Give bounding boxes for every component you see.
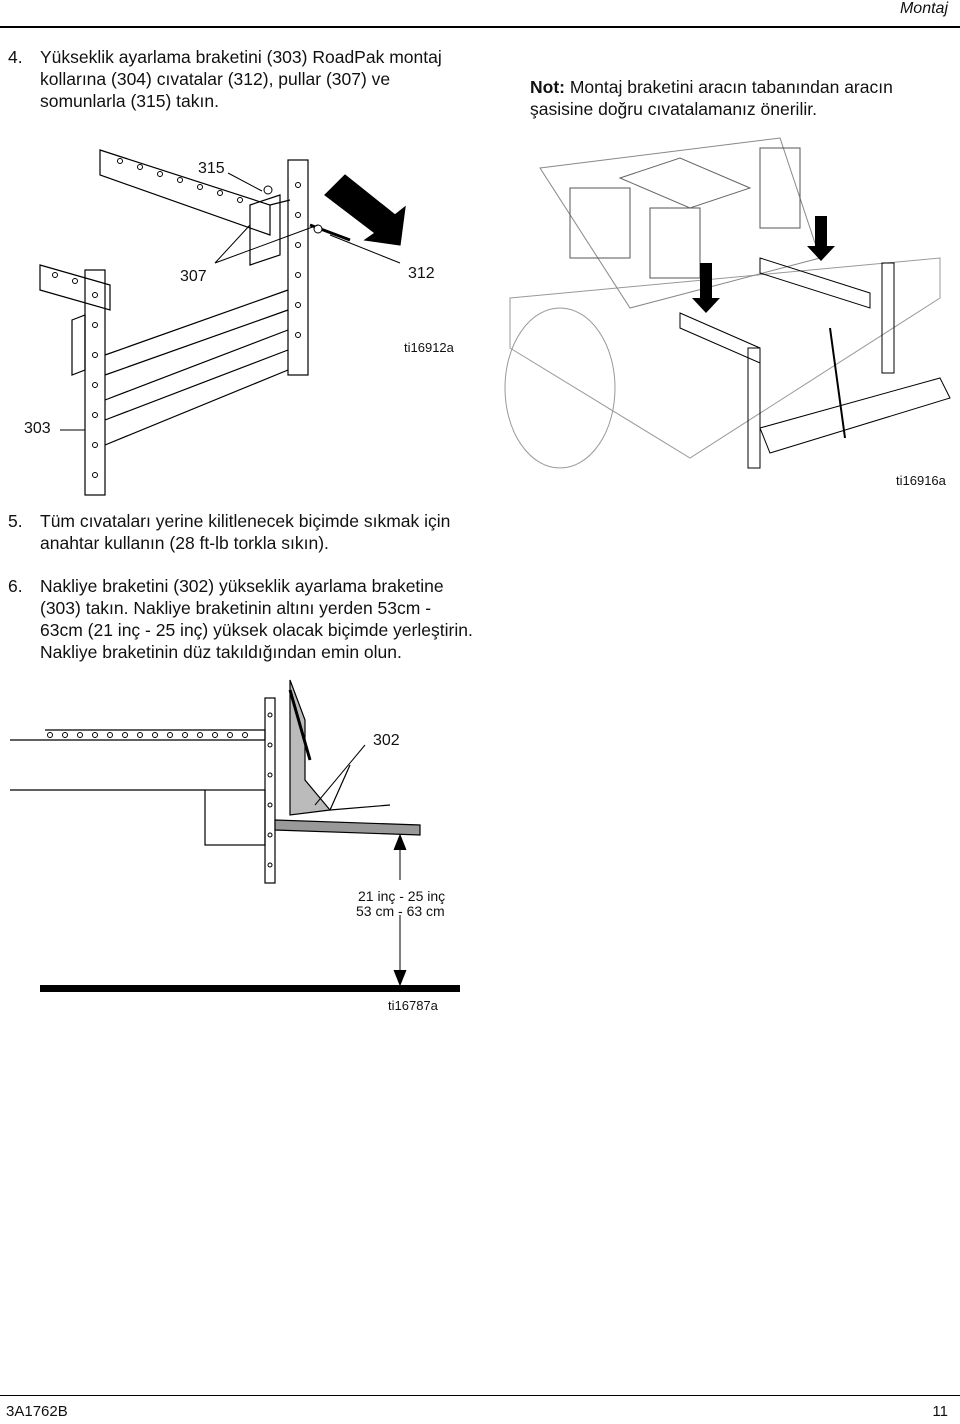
step-text: Yükseklik ayarlama braketini (303) RoadP… [40, 47, 442, 111]
callout-303: 303 [24, 420, 51, 437]
step-text: Nakliye braketini (302) yükseklik ayarla… [40, 576, 473, 662]
page-number: 11 [932, 1403, 948, 1420]
step-text: Tüm cıvataları yerine kilitlenecek biçim… [40, 511, 451, 553]
callout-307: 307 [180, 268, 207, 285]
note-text: Montaj braketini aracın tabanından aracı… [530, 77, 893, 119]
figure-equipment-mount [504, 137, 951, 469]
step-number: 6. [8, 576, 23, 596]
dimension-inches: 21 inç - 25 inç [358, 888, 446, 904]
step-6: 6. Nakliye braketini (302) yükseklik aya… [8, 575, 478, 663]
figure2-id: ti16916a [896, 473, 946, 488]
figure-carrier-height [10, 679, 460, 992]
callout-312: 312 [408, 265, 435, 282]
ground-line [40, 985, 460, 992]
step-5: 5. Tüm cıvataları yerine kilitlenecek bi… [8, 510, 478, 554]
callout-302: 302 [373, 732, 400, 749]
header-rule [0, 26, 960, 28]
section-title: Montaj [899, 0, 948, 17]
note-label: Not: [530, 77, 565, 97]
step-number: 4. [8, 47, 23, 67]
figure-bracket-assembly [39, 149, 406, 496]
note: Not: Montaj braketini aracın tabanından … [530, 76, 930, 120]
callout-315: 315 [198, 160, 225, 177]
dimension-cm: 53 cm - 63 cm [356, 903, 445, 919]
figure1-id: ti16912a [404, 340, 454, 355]
step-number: 5. [8, 511, 23, 531]
step-4: 4. Yükseklik ayarlama braketini (303) Ro… [8, 46, 478, 112]
footer-rule [0, 1395, 960, 1396]
doc-number: 3A1762B [6, 1403, 68, 1420]
figure3-id: ti16787a [388, 998, 438, 1013]
